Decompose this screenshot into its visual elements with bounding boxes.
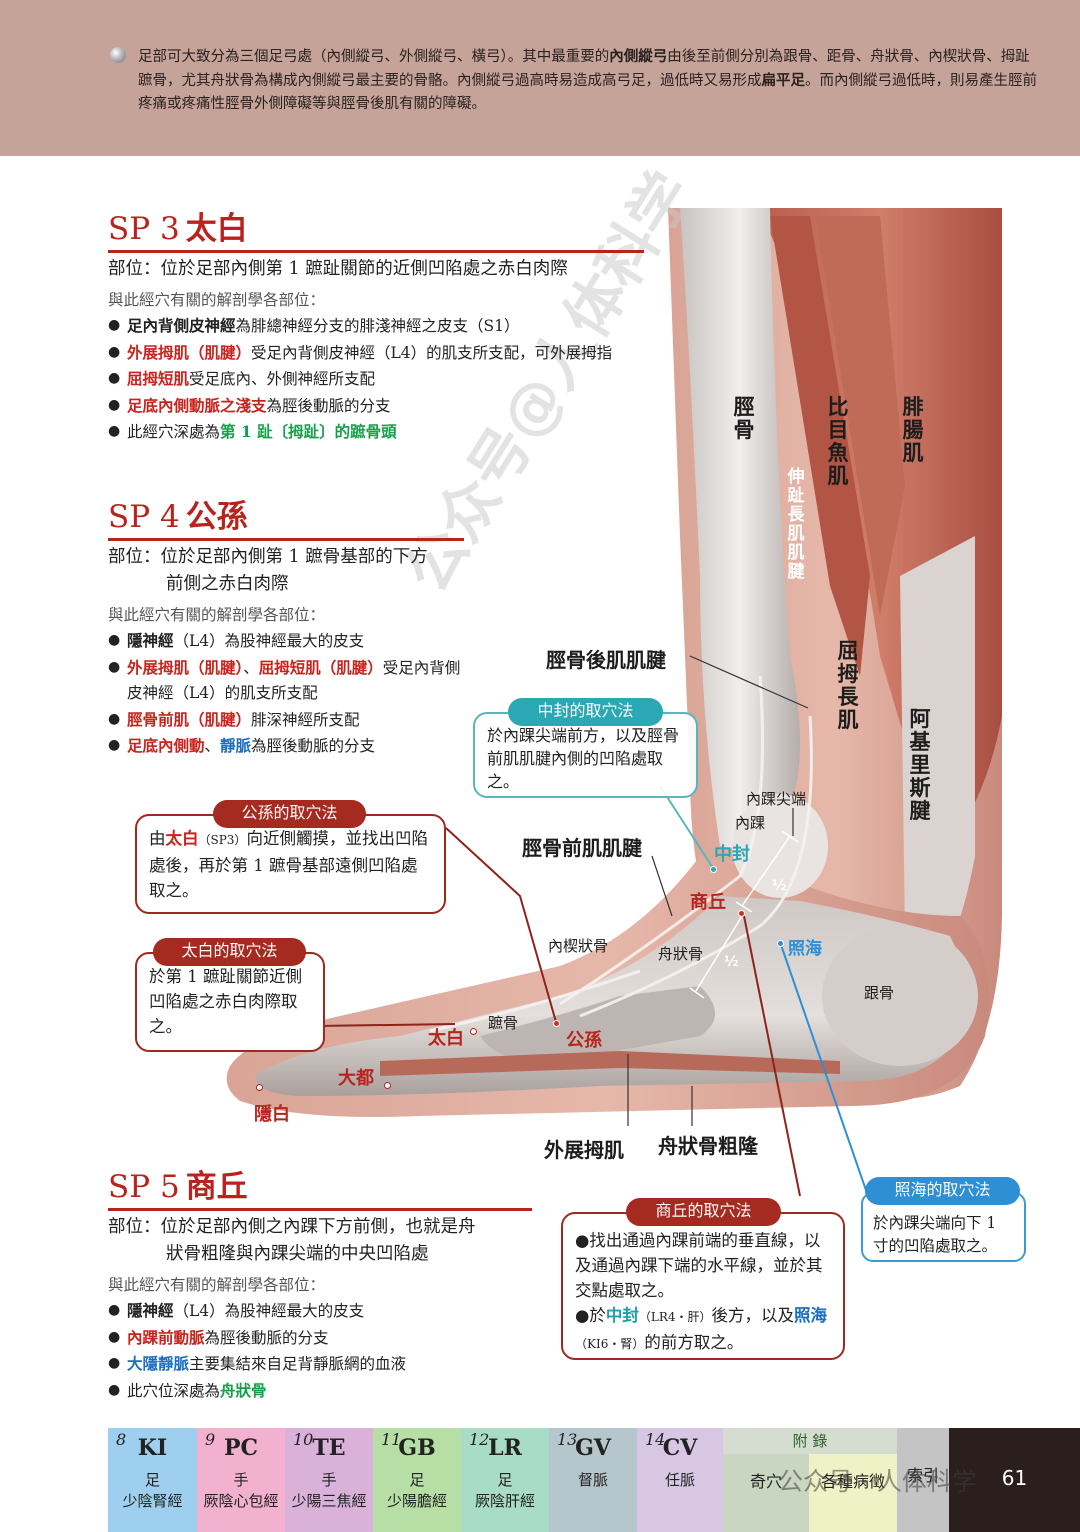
sp4-subhead: 與此經穴有關的解剖學各部位： bbox=[108, 606, 326, 624]
point-dadu: 大都 bbox=[338, 1068, 374, 1089]
appendix-header: 附 錄 bbox=[723, 1428, 897, 1454]
list-item: 屈拇短肌受足底內、外側神經所支配 bbox=[108, 366, 644, 393]
label-metatarsal: 蹠骨 bbox=[488, 1014, 519, 1032]
list-item: 外展拇肌（肌腱）受足內背側皮神經（L4）的肌支所支配，可外展拇指 bbox=[108, 340, 644, 367]
point-yinbai-marker bbox=[256, 1084, 263, 1091]
label-navicular-tuberosity: 舟狀骨粗隆 bbox=[658, 1134, 758, 1158]
list-item: 隱神經（L4）為股神經最大的皮支 bbox=[108, 1298, 532, 1325]
list-item: 外展拇肌（肌腱）、屈拇短肌（肌腱）受足內背側皮神經（L4）的肌支所支配 bbox=[108, 655, 464, 707]
label-medial-malleolus-tip: 內踝尖端 bbox=[746, 790, 807, 808]
label-soleus: 比目魚肌 bbox=[827, 395, 849, 488]
point-gongsun: 公孫 bbox=[566, 1030, 602, 1051]
tab-symptoms[interactable]: 各種病徵 bbox=[809, 1454, 897, 1532]
label-half-upper: ½ bbox=[772, 878, 787, 894]
list-item: 此穴位深處為舟狀骨 bbox=[108, 1378, 532, 1405]
point-zhongfeng-marker bbox=[710, 866, 717, 873]
shangqiu-method-box: ●找出通過內踝前端的垂直線，以及通過內踝下端的水平線，並於其交點處取之。 ●於中… bbox=[561, 1212, 845, 1360]
sp4-location-cont: 前側之赤白肉際 bbox=[166, 574, 289, 594]
list-item: 內踝前動脈為脛後動脈的分支 bbox=[108, 1325, 532, 1352]
label-tibialis-anterior-tendon: 脛骨前肌肌腱 bbox=[522, 836, 642, 860]
intro-text: 足部可大致分為三個足弓處（內側縱弓、外側縱弓、橫弓）。其中最重要的內側縱弓由後至… bbox=[138, 48, 1037, 112]
label-tibialis-posterior-tendon: 脛骨後肌肌腱 bbox=[546, 648, 666, 672]
label-achilles-tendon: 阿基里斯腱 bbox=[909, 707, 931, 823]
taibai-method-box: 於第 1 蹠趾關節近側凹陷處之赤白肉際取之。 bbox=[135, 952, 325, 1052]
point-yinbai: 隱白 bbox=[254, 1104, 290, 1125]
sp5-list: 隱神經（L4）為股神經最大的皮支 內踝前動脈為脛後動脈的分支 大隱靜脈主要集結來… bbox=[108, 1298, 532, 1404]
sp4-location: 部位：位於足部內側第 1 蹠骨基部的下方 bbox=[108, 547, 428, 567]
sp5-location: 部位：位於足部內側之內踝下方前側，也就是舟 bbox=[108, 1217, 476, 1237]
point-taibai: 太白 bbox=[428, 1028, 464, 1049]
list-item: 足底內側動脈之淺支為脛後動脈的分支 bbox=[108, 393, 644, 420]
point-zhaohai-marker bbox=[777, 940, 784, 947]
sp3-list: 足內背側皮神經為腓總神經分支的腓淺神經之皮支（S1） 外展拇肌（肌腱）受足內背側… bbox=[108, 313, 644, 446]
list-item: 足底內側動、靜脈為脛後動脈的分支 bbox=[108, 733, 464, 760]
sp5-location-cont: 狀骨粗隆與內踝尖端的中央凹陷處 bbox=[166, 1244, 429, 1264]
label-calcaneus: 跟骨 bbox=[864, 984, 895, 1002]
label-half-lower: ½ bbox=[724, 954, 739, 970]
sp5-subhead: 與此經穴有關的解剖學各部位： bbox=[108, 1276, 326, 1294]
page-number-block: 61 bbox=[949, 1428, 1080, 1532]
label-navicular: 舟狀骨 bbox=[658, 945, 704, 963]
point-taibai-marker bbox=[470, 1028, 477, 1035]
page-number: 61 bbox=[1001, 1466, 1028, 1490]
gongsun-method-box: 由太白（SP3）向近側觸摸，並找出凹陷處後，再於第 1 蹠骨基部遠側凹陷處取之。 bbox=[135, 814, 446, 914]
foot-anatomy-illustration bbox=[226, 208, 1002, 1197]
zhongfeng-method-title: 中封的取穴法 bbox=[508, 698, 663, 726]
label-medial-cuneiform: 內楔狀骨 bbox=[548, 937, 609, 955]
list-item: 脛骨前肌（肌腱）腓深神經所支配 bbox=[108, 707, 464, 734]
point-shangqiu: 商丘 bbox=[690, 892, 726, 913]
label-tibia: 脛骨 bbox=[733, 395, 755, 442]
list-item: 大隱靜脈主要集結來自足背靜脈網的血液 bbox=[108, 1351, 532, 1378]
label-medial-malleolus: 內踝 bbox=[735, 814, 766, 832]
tab-extra-points[interactable]: 奇穴 bbox=[723, 1454, 809, 1532]
point-zhongfeng: 中封 bbox=[714, 844, 750, 865]
sp5-rule bbox=[108, 1208, 532, 1211]
point-shangqiu-marker bbox=[738, 910, 745, 917]
point-gongsun-marker bbox=[553, 1020, 560, 1027]
gongsun-method-title: 公孫的取穴法 bbox=[213, 800, 366, 828]
footer-watermark: 公众号 · 人体科学 bbox=[778, 1467, 977, 1496]
label-flexor-hallucis-longus: 屈拇長肌 bbox=[837, 639, 859, 732]
sp4-list: 隱神經（L4）為股神經最大的皮支 外展拇肌（肌腱）、屈拇短肌（肌腱）受足內背側皮… bbox=[108, 628, 464, 760]
list-item: 此經穴深處為第 1 趾〔拇趾〕的蹠骨頭 bbox=[108, 419, 644, 446]
zhaohai-method-title: 照海的取穴法 bbox=[865, 1177, 1020, 1205]
point-dadu-marker bbox=[384, 1082, 391, 1089]
list-item: 足內背側皮神經為腓總神經分支的腓淺神經之皮支（S1） bbox=[108, 313, 644, 340]
intro-band: 足部可大致分為三個足弓處（內側縱弓、外側縱弓、橫弓）。其中最重要的內側縱弓由後至… bbox=[0, 0, 1080, 156]
label-abductor-hallucis: 外展拇肌 bbox=[544, 1138, 624, 1162]
label-extensor-digitorum-longus-tendon: 伸趾長肌肌腱 bbox=[787, 467, 805, 582]
sp3-location: 部位：位於足部內側第 1 蹠趾關節的近側凹陷處之赤白肉際 bbox=[108, 259, 568, 279]
tab-index[interactable]: 索引 bbox=[897, 1428, 949, 1532]
bullet-icon bbox=[110, 47, 126, 63]
sp3-subhead: 與此經穴有關的解剖學各部位： bbox=[108, 291, 326, 309]
label-gastrocnemius: 腓腸肌 bbox=[902, 395, 924, 465]
taibai-method-title: 太白的取穴法 bbox=[153, 938, 306, 966]
point-zhaohai: 照海 bbox=[788, 939, 822, 959]
sp4-rule bbox=[108, 538, 464, 541]
sp3-rule bbox=[108, 250, 644, 253]
list-item: 隱神經（L4）為股神經最大的皮支 bbox=[108, 628, 464, 655]
shangqiu-method-title: 商丘的取穴法 bbox=[626, 1198, 781, 1226]
